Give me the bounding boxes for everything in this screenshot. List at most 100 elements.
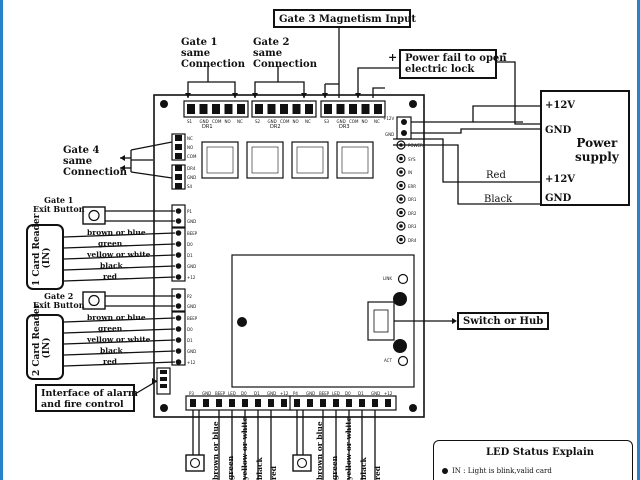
gate2-arrow-left [252,93,258,98]
reader2-wire-line-1 [63,317,176,323]
reader1-wire-line-5 [63,276,176,282]
gate4-pin-label: S4 [187,184,193,189]
power-terminal-2 [401,130,407,136]
bottom1-wire-5: red [269,466,278,480]
relay-inner-2 [251,146,279,174]
bottom1-wire-4: black [255,457,264,480]
bottom3-pin-label: +12 [280,391,289,396]
relay-pin-label: NC [374,119,380,124]
bottom1-wire-2: green [226,455,235,480]
network-jack-bottom [393,339,407,353]
reader1-wire-1: brown or blue [87,228,146,237]
bottom3-terminal-8 [281,399,287,407]
bottom2-wire-3: yellow or white [344,416,353,480]
reader2-pin-label: BEEP [187,316,198,321]
reader1-pin-label: GND [187,219,197,224]
reader1-pin-label: BEEP [187,231,198,236]
gate2-label: Gate 2 same Connection [253,37,317,70]
relay-terminal-1-3 [212,104,220,114]
relay-terminal-2-5 [305,104,313,114]
relay-pin-label: NO [224,119,231,124]
bottom2-wire-1: brown or blue [315,421,324,480]
status-led-core-5 [399,197,403,201]
reader1-terminal-4 [175,241,182,247]
exit-button-2-knob [88,294,100,307]
bottom3-terminal-7 [268,399,274,407]
reader2-wire-line-4 [63,350,176,356]
gate4-line-2 [130,171,173,179]
reader1-terminal-2 [175,218,182,224]
reader1-wire-2: green [98,239,123,248]
relay-inner-4 [341,146,369,174]
relay-pin-label: COM [280,119,290,124]
bottom-exit-button-1-knob [189,457,201,469]
link-led-label: LINK [383,276,393,281]
network-jack-top [393,292,407,306]
ps-terminal-3: +12V [545,174,576,185]
reader1-wire-line-3 [63,254,176,260]
gate4-terminal-3 [175,153,182,159]
reader2-terminal-6 [175,348,182,354]
gate4-line-1 [130,141,173,151]
bottom3-pin-label: D0 [241,391,247,396]
relay-name-label: DR1 [202,124,213,130]
reader2-pin-label: GND [187,349,197,354]
relay-terminal-2-4 [292,104,301,114]
relay-pin-label: S3 [324,119,330,124]
reader2-terminal-1 [175,293,182,299]
relay-inner-3 [296,146,324,174]
bottom4-terminal-7 [372,399,378,407]
reader2-terminal-7 [175,359,182,365]
exit-button-1-knob [88,209,100,222]
gate4-pin-label: DR4 [187,166,196,171]
status-led-core-4 [399,183,403,188]
bottom3-pin-label: P3 [189,391,194,396]
status-led-label: DR3 [408,224,417,229]
reader2-pin-label: D0 [187,327,193,332]
act-led-label: ACT [384,358,392,363]
relay-inner-1 [206,146,234,174]
bottom4-terminal-8 [385,399,391,407]
act-led [397,355,409,367]
bottom4-pin-label: P4 [293,391,298,396]
bottom3-terminal-4 [229,399,235,407]
exit1-block [171,204,186,228]
bottom4-terminal-4 [333,399,339,407]
reader2-wire-2: green [98,324,123,333]
reader1-wire-4: black [100,261,123,270]
gate4-terminal-2 [175,144,182,150]
lock-plus-line [357,67,399,98]
bottom3-pin-label: GND [202,391,212,396]
status-led-core-6 [399,210,403,215]
reader2-pin-label: GND [187,304,197,309]
relay-pin-label: COM [349,119,359,124]
minus-sign: - [502,46,507,60]
led-status-item-in: IN : Light is blink,valid card [452,467,552,475]
reader2-wire-line-2 [63,328,176,334]
power-pin-label: GND [385,132,395,137]
bottom4-terminal-2 [307,399,313,407]
wire-red-label: Red [486,170,506,181]
status-led-label: SYS [408,156,416,162]
bottom-exit-button-2-knob [296,457,308,469]
reader1-wire-line-4 [63,265,176,271]
gate4-pin-label: NO [187,145,194,150]
led-status-dot [442,468,448,474]
reader2-wire-line-5 [63,361,176,367]
bottom4-pin-label: +12 [384,391,393,396]
alarm-terminal-2 [160,377,167,381]
relay-4 [336,141,374,179]
reader1-wire-3: yellow or white [87,250,151,259]
reader1-pin-label: GND [187,264,197,269]
power-pin-label: +12V [383,116,395,121]
relay-terminal-2-2 [267,104,276,114]
ps-terminal-4: GND [545,193,572,204]
status-led-label: POWER [408,143,423,148]
relay-pin-label: GND [199,119,209,124]
power-supply-box: +12V GND +12V GND Power supply [540,90,630,206]
gate2-exit-label: Gate 2 Exit Button [33,291,85,310]
relay-pin-label: S2 [255,119,261,124]
reader1-terminal-3 [175,230,182,236]
ps-12v-line-1 [411,105,540,123]
bottom3-pin-label: LED [228,391,236,396]
